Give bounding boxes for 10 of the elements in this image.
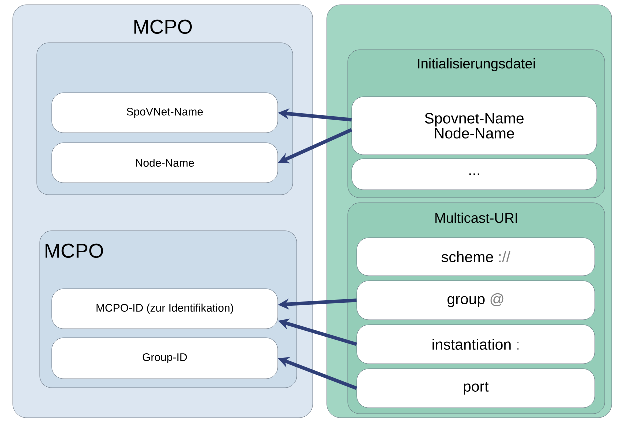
field-box: Group-ID [52, 338, 278, 380]
field-box: Spovnet-Name Node-Name [352, 96, 598, 156]
field-box: SpoVNet-Name [52, 92, 278, 134]
field-box: instantiation : [356, 324, 596, 364]
field-box: MCPO-ID (zur Identifikation) [52, 288, 278, 330]
field-box: Node-Name [52, 142, 278, 184]
field-box: ... [352, 158, 598, 190]
field-box: scheme :// [356, 238, 596, 276]
field-box: group @ [356, 280, 596, 320]
field-box: port [356, 368, 596, 408]
